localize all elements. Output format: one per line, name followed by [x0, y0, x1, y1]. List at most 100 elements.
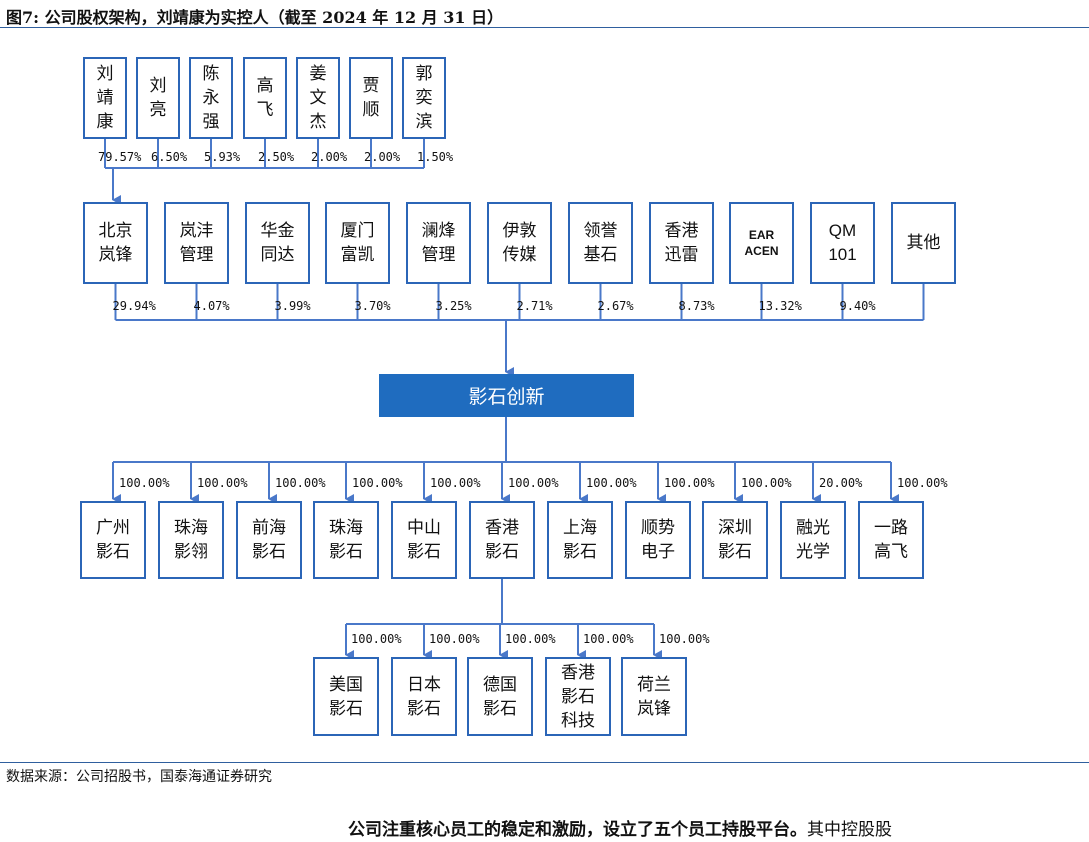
individual-shareholders-box: 高 飞 [243, 57, 287, 139]
hk-subsidiaries-box: 香港 影石 科技 [545, 657, 611, 736]
direct-shareholders-box: 其他 [891, 202, 956, 284]
ownership-percentage: 2.50% [258, 150, 295, 164]
entity-name: 其他 [906, 233, 941, 253]
entity-name: 广州 影石 [96, 518, 130, 562]
subsidiaries-box: 顺势 电子 [625, 501, 691, 579]
entity-name: 一路 高飞 [874, 518, 908, 562]
direct-shareholders-box: 岚沣 管理 [164, 202, 229, 284]
individual-shareholders-box: 郭 奕 滨 [402, 57, 446, 139]
ownership-percentage: 100.00% [197, 476, 248, 490]
direct-shareholders-box: 领誉 基石 [568, 202, 633, 284]
ownership-percentage: 3.99% [274, 299, 311, 313]
entity-name: 德国 影石 [483, 674, 517, 719]
entity-name: 珠海 影翎 [174, 518, 208, 562]
subsidiaries-box: 上海 影石 [547, 501, 613, 579]
ownership-percentage: 29.94% [112, 299, 156, 313]
entity-name: 深圳 影石 [718, 518, 752, 562]
ownership-percentage: 100.00% [583, 632, 634, 646]
ownership-percentage: 100.00% [508, 476, 559, 490]
subsidiaries-box: 深圳 影石 [702, 501, 768, 579]
data-source: 数据来源：公司招股书，国泰海通证券研究 [6, 769, 272, 785]
subsidiaries-box: 一路 高飞 [858, 501, 924, 579]
entity-name: 上海 影石 [563, 518, 597, 562]
entity-name: 厦门 富凯 [340, 221, 375, 265]
title-divider [0, 27, 1089, 28]
direct-shareholders-box: 北京 岚锋 [83, 202, 148, 284]
direct-shareholders-box: 厦门 富凯 [325, 202, 390, 284]
individual-shareholders-box: 刘 靖 康 [83, 57, 127, 139]
entity-name: 前海 影石 [252, 518, 286, 562]
ownership-percentage: 13.32% [758, 299, 802, 313]
entity-name: QM 101 [828, 221, 857, 264]
subsidiaries-box: 香港 影石 [469, 501, 535, 579]
entity-name: 珠海 影石 [329, 518, 363, 562]
figure-title: 图7: 公司股权架构，刘靖康为实控人（截至 2024 年 12 月 31 日） [6, 8, 504, 27]
entity-name: 陈 永 强 [202, 64, 220, 132]
subsidiaries-box: 珠海 影石 [313, 501, 379, 579]
hk-subsidiaries-box: 荷兰 岚锋 [621, 657, 687, 736]
direct-shareholders-box: 华金 同达 [245, 202, 310, 284]
ownership-percentage: 100.00% [664, 476, 715, 490]
ownership-percentage: 2.71% [516, 299, 553, 313]
ownership-percentage: 1.50% [417, 150, 454, 164]
entity-name: 香港 影石 科技 [561, 662, 595, 731]
ownership-percentage: 3.25% [435, 299, 472, 313]
ownership-percentage: 2.00% [311, 150, 348, 164]
hk-subsidiaries-box: 日本 影石 [391, 657, 457, 736]
entity-name: 领誉 基石 [583, 221, 618, 265]
ownership-percentage: 6.50% [151, 150, 188, 164]
ownership-percentage: 100.00% [275, 476, 326, 490]
entity-name: 华金 同达 [260, 221, 295, 265]
entity-name: 伊敦 传媒 [502, 221, 537, 265]
ownership-percentage: 100.00% [119, 476, 170, 490]
entity-name: 融光 光学 [796, 518, 830, 562]
entity-name: 高 飞 [256, 76, 274, 120]
individual-shareholders-box: 陈 永 强 [189, 57, 233, 139]
subsidiaries-box: 融光 光学 [780, 501, 846, 579]
body-rest: 其中控股股 [807, 820, 892, 840]
entity-name: 姜 文 杰 [309, 64, 327, 132]
ownership-percentage: 100.00% [897, 476, 948, 490]
entity-name: 日本 影石 [407, 674, 441, 719]
entity-name: 香港 影石 [485, 518, 519, 562]
ownership-percentage: 100.00% [351, 632, 402, 646]
entity-name: 刘 亮 [149, 76, 167, 120]
main-entity-box: 影石创新 [379, 374, 634, 417]
ownership-percentage: 9.40% [839, 299, 876, 313]
subsidiaries-box: 珠海 影翎 [158, 501, 224, 579]
hk-subsidiaries-box: 德国 影石 [467, 657, 533, 736]
body-paragraph: 公司注重核心员工的稳定和激励，设立了五个员工持股平台。其中控股股 [348, 815, 892, 840]
ownership-percentage: 100.00% [741, 476, 792, 490]
entity-name: 郭 奕 滨 [415, 64, 433, 132]
ownership-percentage: 3.70% [354, 299, 391, 313]
ownership-percentage: 100.00% [430, 476, 481, 490]
entity-name: 美国 影石 [329, 674, 363, 719]
entity-name: 北京 岚锋 [98, 221, 133, 265]
ownership-percentage: 20.00% [819, 476, 863, 490]
individual-shareholders-box: 贾 顺 [349, 57, 393, 139]
ownership-percentage: 79.57% [98, 150, 142, 164]
ownership-percentage: 2.67% [597, 299, 634, 313]
direct-shareholders-box: 伊敦 传媒 [487, 202, 552, 284]
direct-shareholders-box: 香港 迅雷 [649, 202, 714, 284]
entity-name: 荷兰 岚锋 [637, 674, 671, 719]
entity-name: 岚沣 管理 [179, 221, 214, 265]
ownership-percentage: 5.93% [204, 150, 241, 164]
entity-name: EAR ACEN [744, 228, 779, 258]
entity-name: 澜烽 管理 [421, 221, 456, 265]
entity-name: 顺势 电子 [641, 518, 675, 562]
individual-shareholders-box: 刘 亮 [136, 57, 180, 139]
ownership-percentage: 100.00% [429, 632, 480, 646]
direct-shareholders-box: QM 101 [810, 202, 875, 284]
direct-shareholders-box: 澜烽 管理 [406, 202, 471, 284]
main-entity-label: 影石创新 [468, 386, 545, 408]
entity-name: 刘 靖 康 [96, 64, 114, 132]
hk-subsidiaries-box: 美国 影石 [313, 657, 379, 736]
ownership-percentage: 100.00% [586, 476, 637, 490]
ownership-percentage: 4.07% [193, 299, 230, 313]
individual-shareholders-box: 姜 文 杰 [296, 57, 340, 139]
entity-name: 香港 迅雷 [664, 221, 699, 265]
ownership-percentage: 100.00% [505, 632, 556, 646]
subsidiaries-box: 中山 影石 [391, 501, 457, 579]
ownership-percentage: 100.00% [352, 476, 403, 490]
